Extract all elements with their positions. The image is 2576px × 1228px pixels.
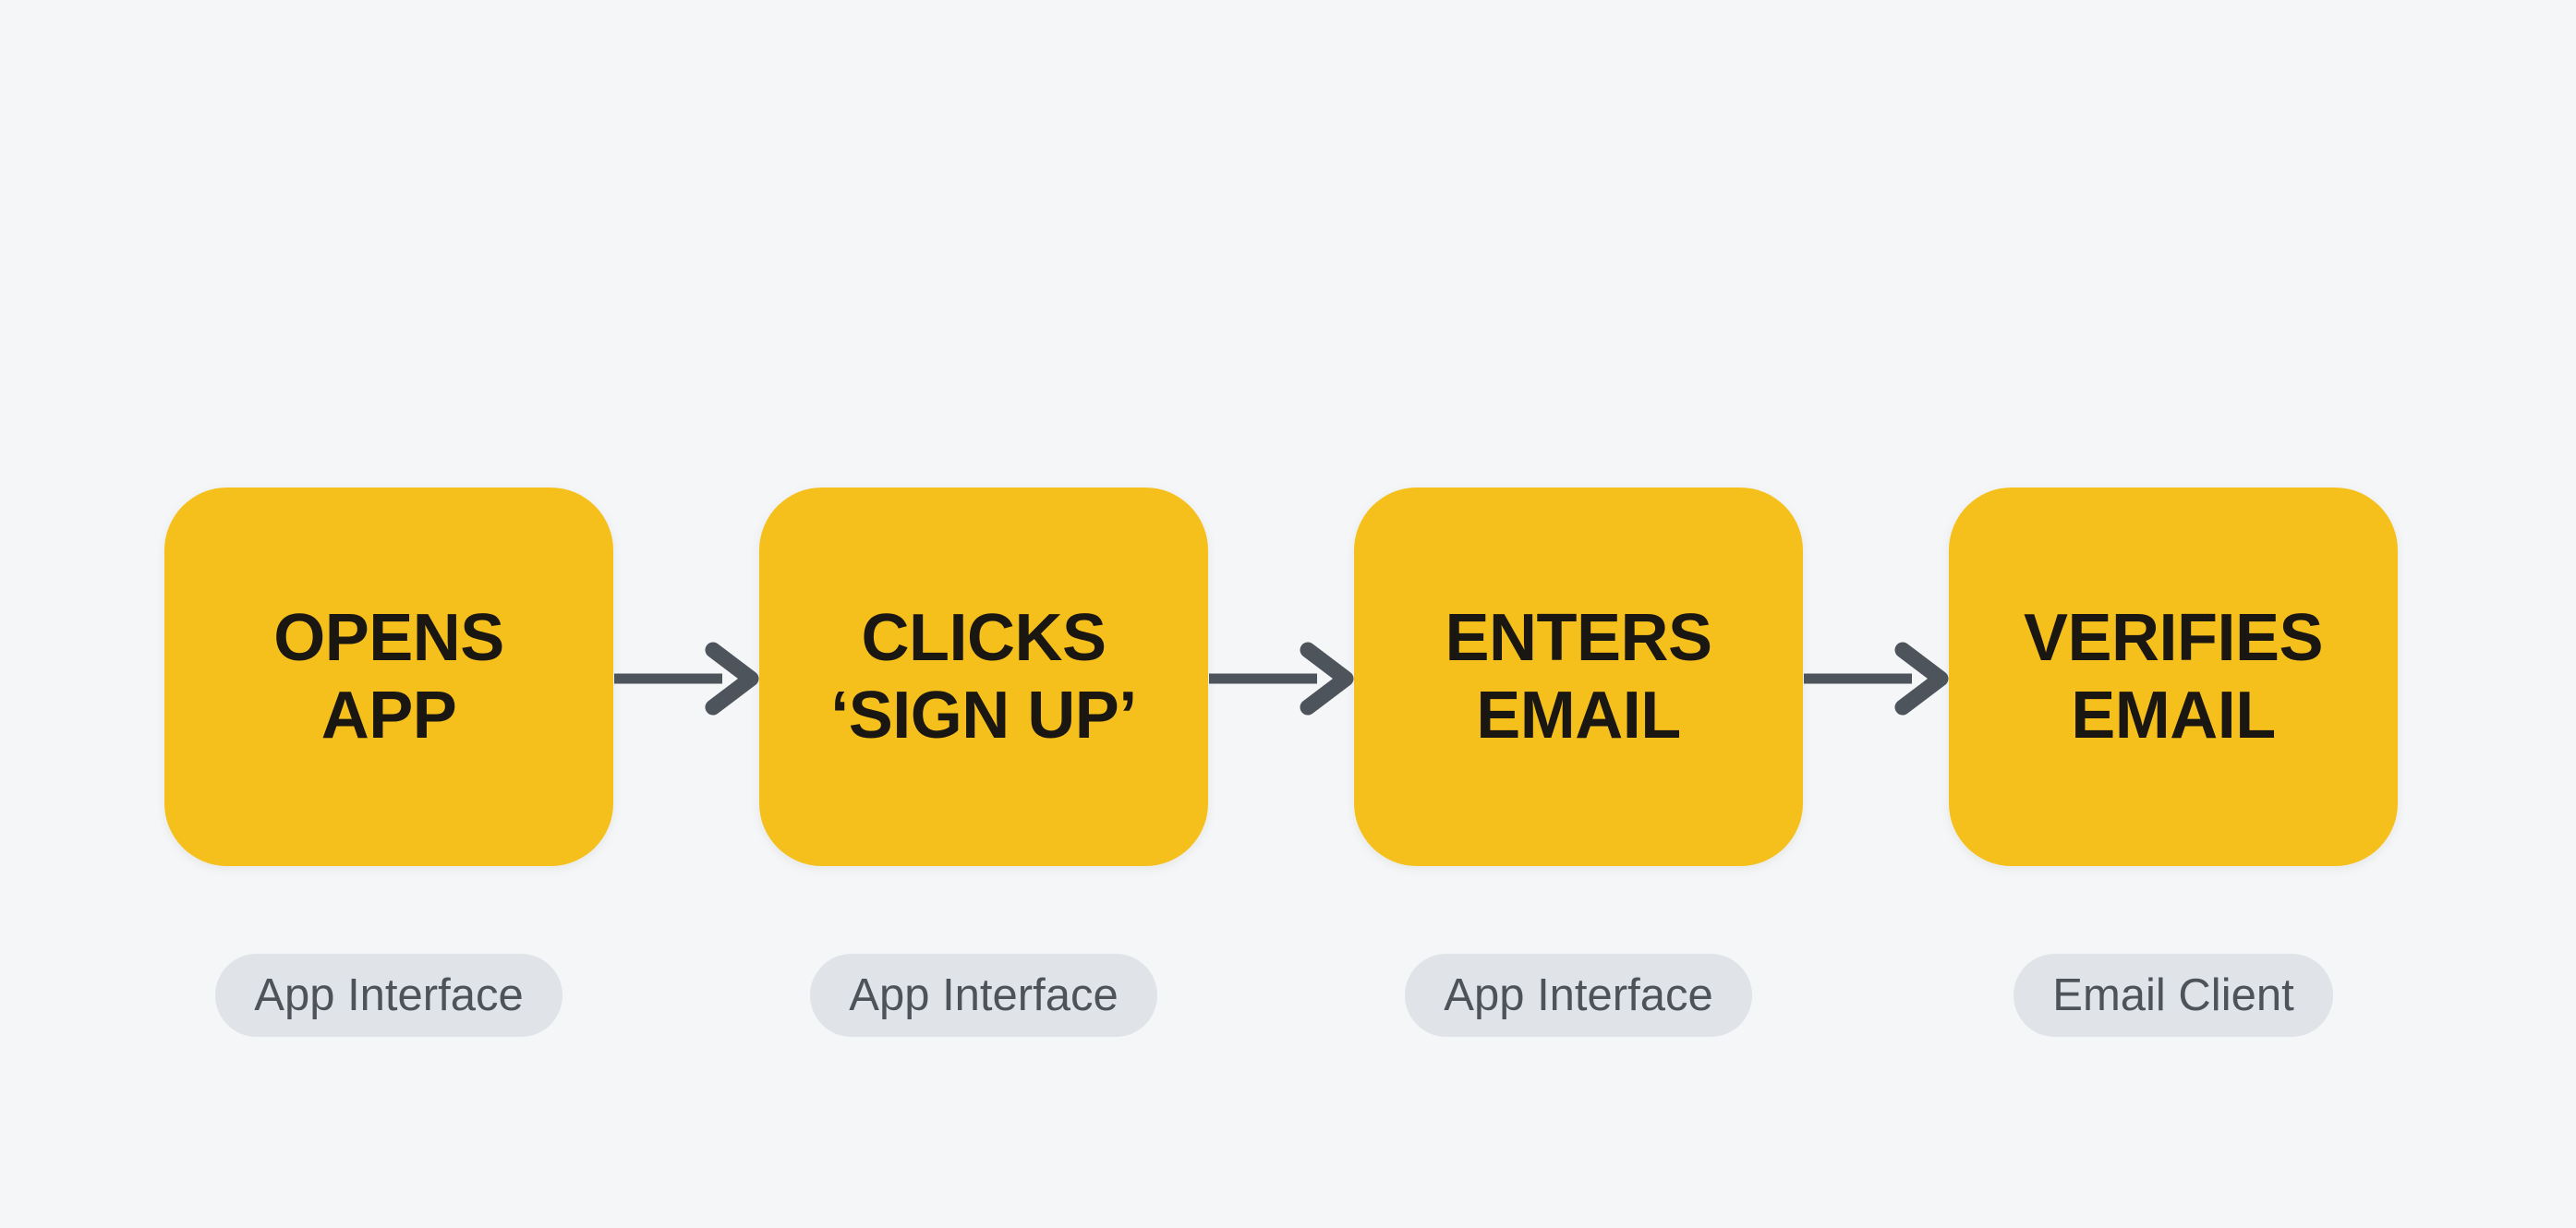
arrow-right-icon (1209, 642, 1354, 716)
flow-step-label: OPENS APP (273, 600, 504, 752)
flow-step-label: ENTERS EMAIL (1445, 600, 1712, 752)
flow-step-tag: App Interface (1405, 954, 1752, 1037)
arrow-right-icon (614, 642, 759, 716)
flow-step-tag: Email Client (2014, 954, 2333, 1037)
flow-step-box: ENTERS EMAIL (1354, 488, 1803, 866)
flow-step-label: CLICKS ‘SIGN UP’ (830, 600, 1137, 752)
flow-step: ENTERS EMAIL App Interface (1354, 488, 1803, 1037)
flow-step-box: OPENS APP (164, 488, 613, 866)
flow-step: VERIFIES EMAIL Email Client (1949, 488, 2398, 1037)
flow-step-tag: App Interface (215, 954, 562, 1037)
flow-step: OPENS APP App Interface (164, 488, 613, 1037)
flow-step-label: VERIFIES EMAIL (2023, 600, 2324, 752)
flow-step-box: CLICKS ‘SIGN UP’ (759, 488, 1208, 866)
flow-step: CLICKS ‘SIGN UP’ App Interface (759, 488, 1208, 1037)
flow-step-tag: App Interface (810, 954, 1157, 1037)
flow-step-box: VERIFIES EMAIL (1949, 488, 2398, 866)
arrow-right-icon (1804, 642, 1949, 716)
